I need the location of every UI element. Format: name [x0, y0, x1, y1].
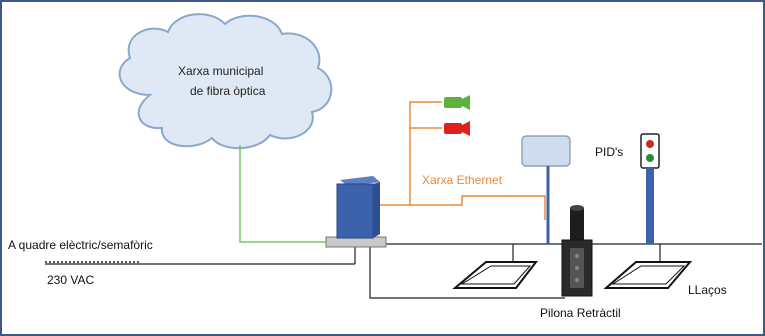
ethernet-lines	[380, 101, 546, 220]
traffic-light-icon	[640, 133, 660, 244]
fiber-line	[239, 145, 330, 243]
bollard-label: Pilona Retràctil	[540, 306, 621, 320]
cloud-label-line2: de fibra òptica	[190, 84, 266, 98]
cloud-icon	[118, 13, 333, 150]
ethernet-label: Xarxa Ethernet	[422, 173, 503, 187]
pid-label: PID's	[595, 145, 624, 159]
loop-icon	[603, 261, 693, 289]
bollard-icon	[561, 205, 593, 297]
antenna-icon	[521, 135, 571, 244]
power-source-label: A quadre elèctric/semafòric	[8, 238, 153, 252]
loop-cable	[369, 246, 565, 299]
cabinet-icon	[336, 176, 380, 239]
camera-icon	[444, 95, 470, 110]
loop-icon	[452, 261, 539, 289]
camera-icon	[444, 121, 470, 136]
cloud-label-line1: Xarxa municipal	[178, 64, 264, 78]
voltage-label: 230 VAC	[47, 273, 95, 287]
loops-label: LLaços	[688, 283, 727, 297]
